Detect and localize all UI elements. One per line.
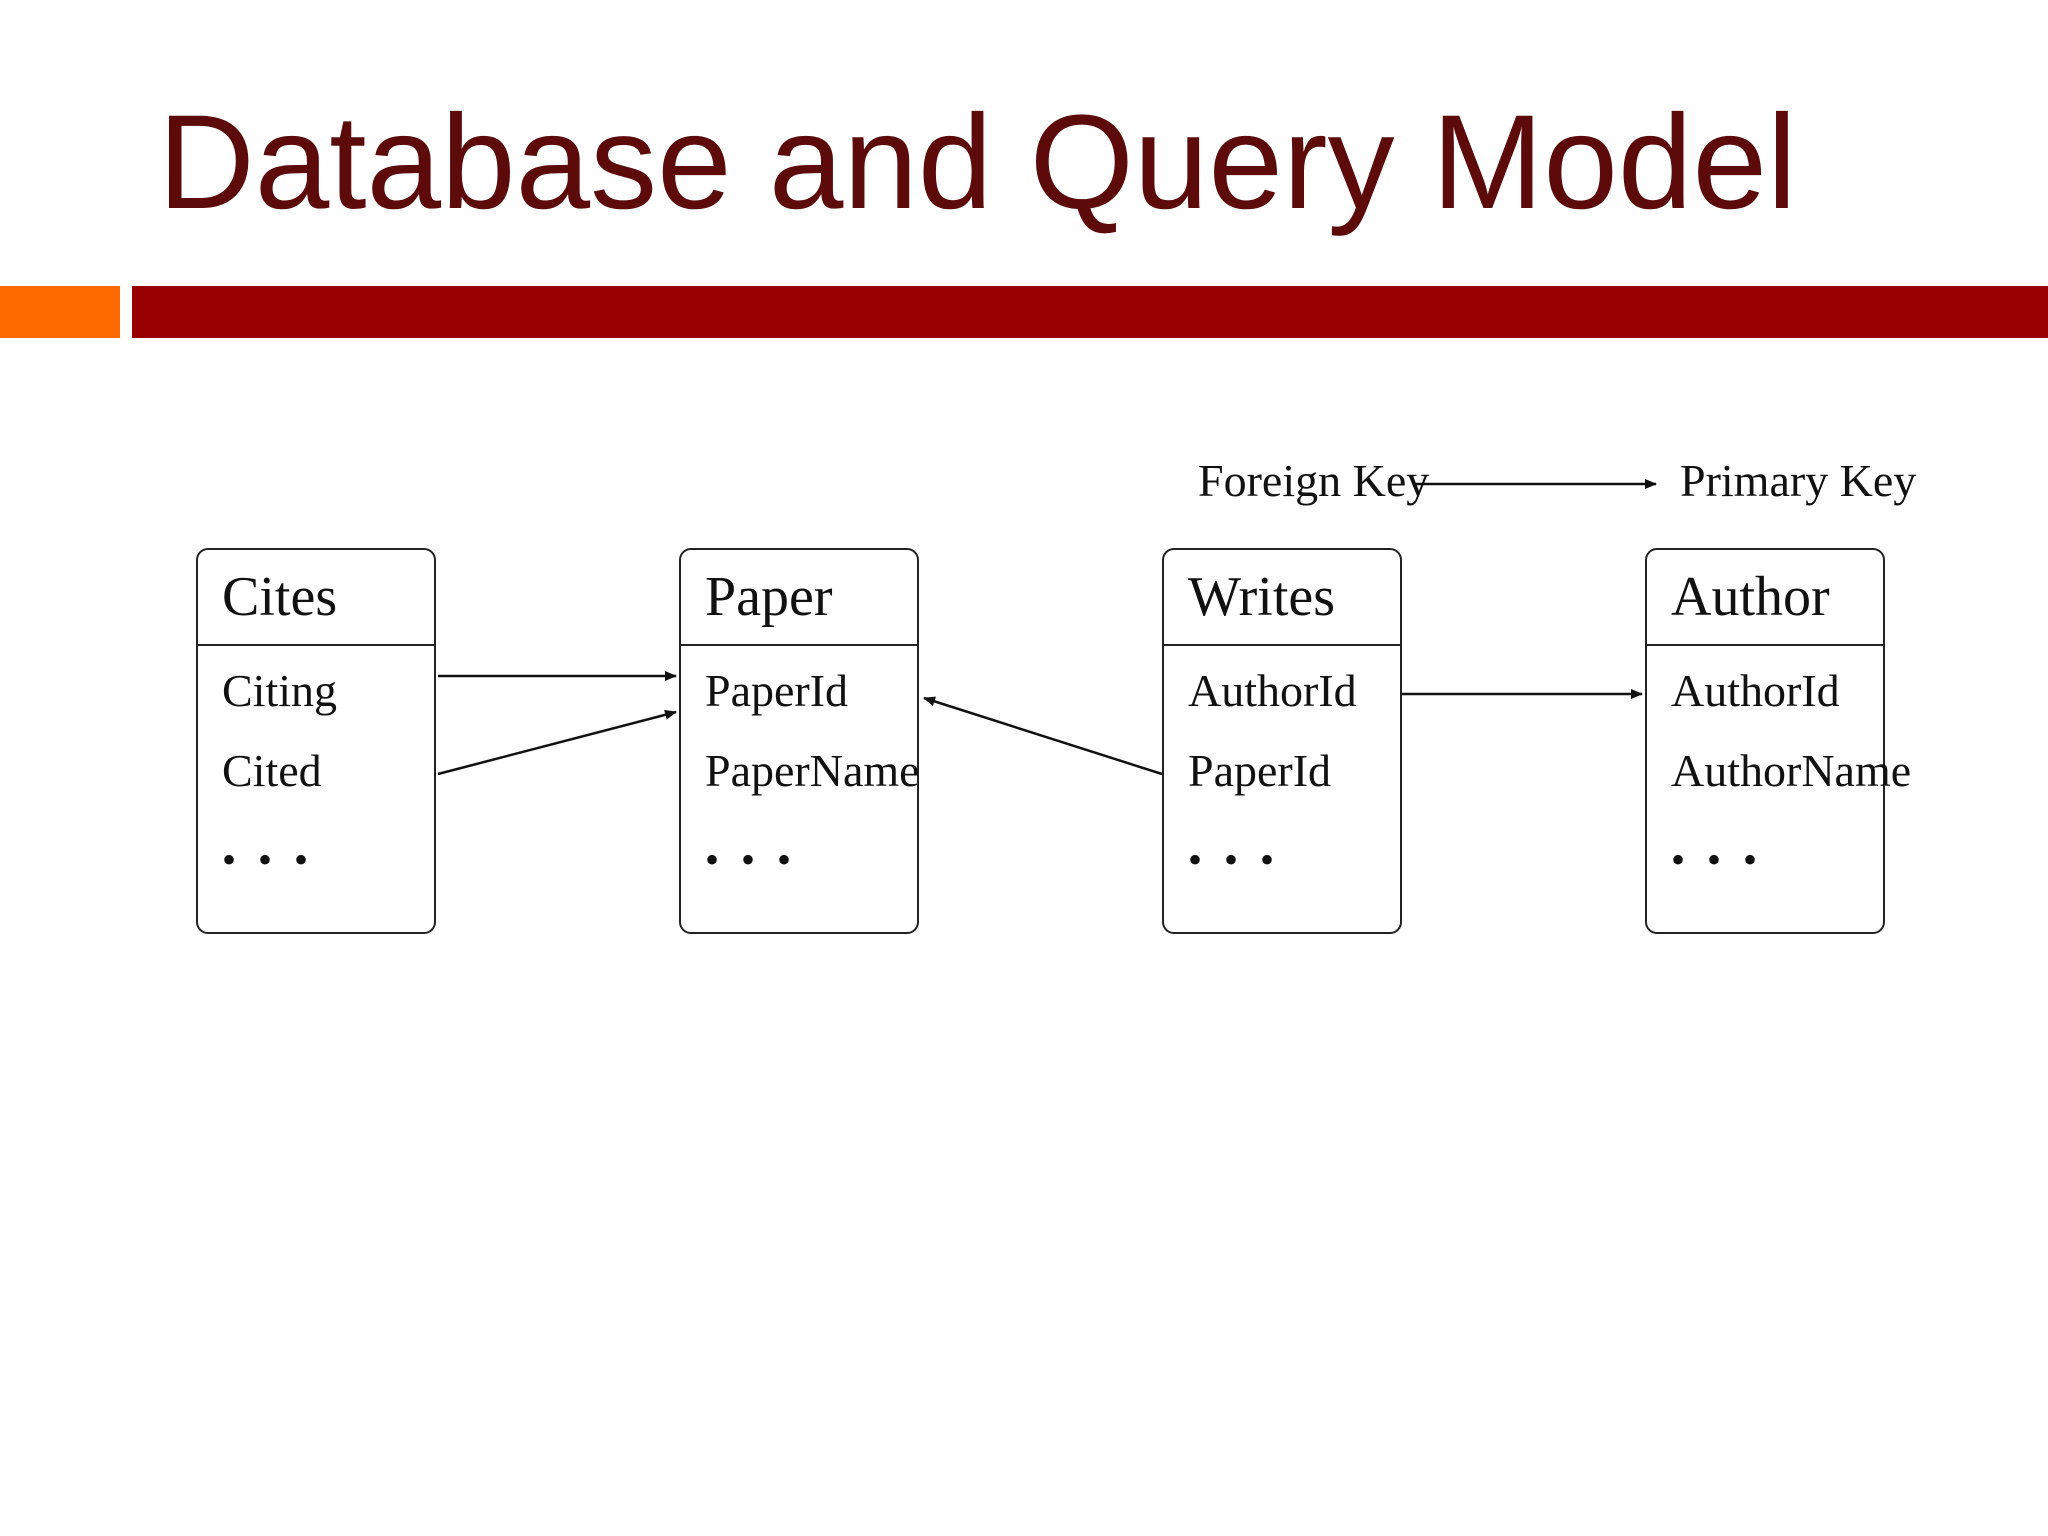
legend-foreign-key: Foreign Key: [1198, 455, 1430, 506]
table-name: Paper: [681, 550, 917, 646]
field-paperid: PaperId: [705, 665, 849, 716]
table-author: Author AuthorId AuthorName • • •: [1645, 548, 1911, 934]
field-paperid: PaperId: [1188, 745, 1332, 796]
field-authorid: AuthorId: [1188, 665, 1357, 716]
table-writes: Writes AuthorId PaperId • • •: [1162, 548, 1402, 934]
arrow-writes-paperid-to-paper-paperid: [923, 696, 1163, 776]
arrow-cites-cited-to-paper-paperid: [437, 709, 677, 776]
table-cites: Cites Citing Cited • • •: [196, 548, 436, 934]
table-name: Cites: [198, 550, 434, 646]
field-papername: PaperName: [705, 745, 920, 796]
title-divider-bar: [132, 286, 2048, 338]
table-paper: Paper PaperId PaperName • • •: [679, 548, 920, 934]
field-ellipsis: • • •: [222, 837, 315, 882]
table-name: Author: [1647, 550, 1883, 646]
field-ellipsis: • • •: [1671, 837, 1764, 882]
legend-primary-key: Primary Key: [1680, 455, 1917, 506]
field-ellipsis: • • •: [1188, 837, 1281, 882]
field-authorid: AuthorId: [1671, 665, 1840, 716]
field-ellipsis: • • •: [705, 837, 798, 882]
field-cited: Cited: [222, 745, 322, 796]
table-name: Writes: [1164, 550, 1400, 646]
field-authorname: AuthorName: [1671, 745, 1912, 796]
field-citing: Citing: [222, 665, 338, 716]
title-accent-bar: [0, 286, 120, 338]
slide-title: Database and Query Model: [158, 88, 1797, 237]
